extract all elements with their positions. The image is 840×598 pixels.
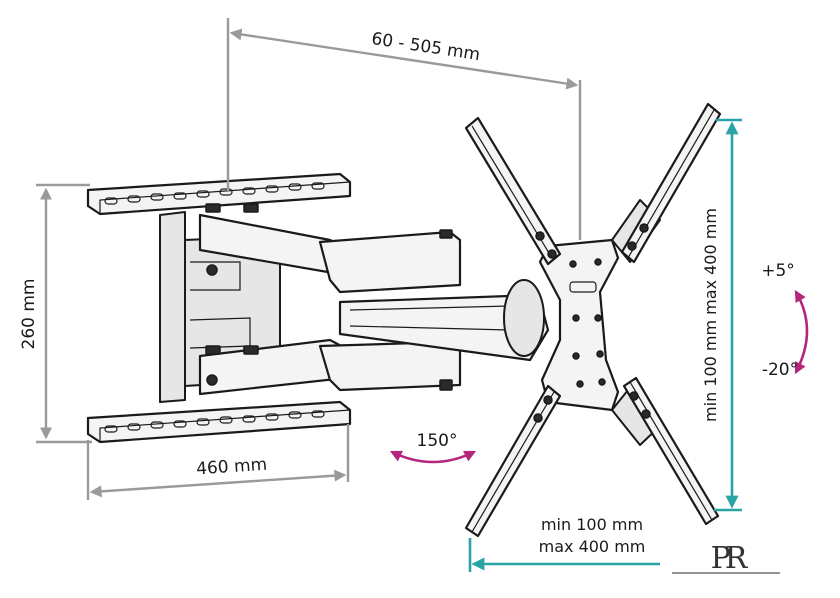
wall-width-label: 460 mm <box>196 455 268 480</box>
vesa-horizontal-min-label: min 100 mm <box>541 515 643 534</box>
tilt-up-label: +5° <box>761 261 795 281</box>
wall-height-dimension: 260 mm <box>19 183 92 444</box>
arm-extension-label: 60 - 505 mm <box>370 29 481 65</box>
swivel-label: 150° <box>417 431 458 451</box>
vesa-horizontal-max-label: max 400 mm <box>539 537 646 556</box>
brand-logo: PR <box>672 541 780 576</box>
top-rail-slots <box>104 182 325 205</box>
tilt-indicator: +5° -20° <box>761 261 809 380</box>
swivel-indicator: 150° <box>389 431 477 464</box>
bottom-rail-slots <box>104 410 325 433</box>
upper-arm <box>198 203 462 396</box>
tilt-down-label: -20° <box>762 360 798 380</box>
forearm <box>338 279 550 362</box>
vesa-vertical-dimension: min 100 mm max 400 mm <box>701 118 742 512</box>
wall-width-dimension: 460 mm <box>86 424 350 500</box>
vesa-arms <box>464 102 722 538</box>
vesa-vertical-label: min 100 mm max 400 mm <box>701 208 720 422</box>
vesa-horizontal-dimension: min 100 mm max 400 mm <box>468 515 660 572</box>
wall-height-label: 260 mm <box>19 279 39 350</box>
brand-logo-text: PR <box>711 541 749 576</box>
wall-plate <box>86 172 352 444</box>
